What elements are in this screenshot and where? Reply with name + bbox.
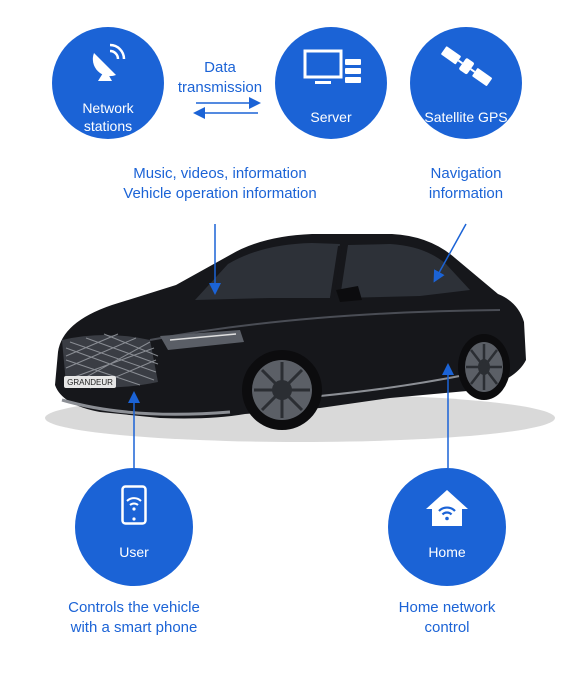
server-label: Server [310,109,352,125]
navigation-line2: information [428,185,504,202]
server-icon [303,49,361,84]
satellite-dish-icon [92,43,126,81]
home-caption-line2: control [424,619,470,636]
server-node: Server [275,27,387,139]
music-line2: Vehicle operation information [123,185,317,202]
satellite-icon [441,46,492,86]
smartphone-wifi-icon [121,485,147,525]
data-transmission-line2: transmission [177,79,263,96]
user-caption-line2: with a smart phone [70,619,198,636]
gps-label: Satellite GPS [424,109,508,125]
pointer-arrows [128,223,467,468]
user-node: User [75,468,193,586]
home-node: Home [388,468,506,586]
network-label-line1: Network [82,100,134,116]
front-wheel [242,350,322,430]
user-label: User [119,544,149,560]
music-line1: Music, videos, information [133,165,307,182]
home-wifi-icon [426,490,468,526]
satellite-gps-node: Satellite GPS [410,27,522,139]
navigation-line1: Navigation [430,165,502,182]
network-label-line2: stations [83,118,133,134]
navigation-pointer [433,223,467,283]
home-caption-line1: Home network [398,599,496,616]
data-transmission-arrows [193,97,261,119]
car-illustration: GRANDEUR [55,234,526,430]
car-badge: GRANDEUR [67,378,113,387]
data-transmission-line1: Data [204,59,236,76]
home-label: Home [428,544,466,560]
home-caption: Home network control [372,598,522,638]
music-caption: Music, videos, information Vehicle opera… [95,164,345,204]
data-transmission-caption: Data transmission [164,58,276,98]
navigation-caption: Navigation information [410,164,522,204]
user-caption-line1: Controls the vehicle [68,599,200,616]
user-caption: Controls the vehicle with a smart phone [44,598,224,638]
rear-wheel [458,334,510,400]
network-stations-node: Network stations [52,27,164,139]
